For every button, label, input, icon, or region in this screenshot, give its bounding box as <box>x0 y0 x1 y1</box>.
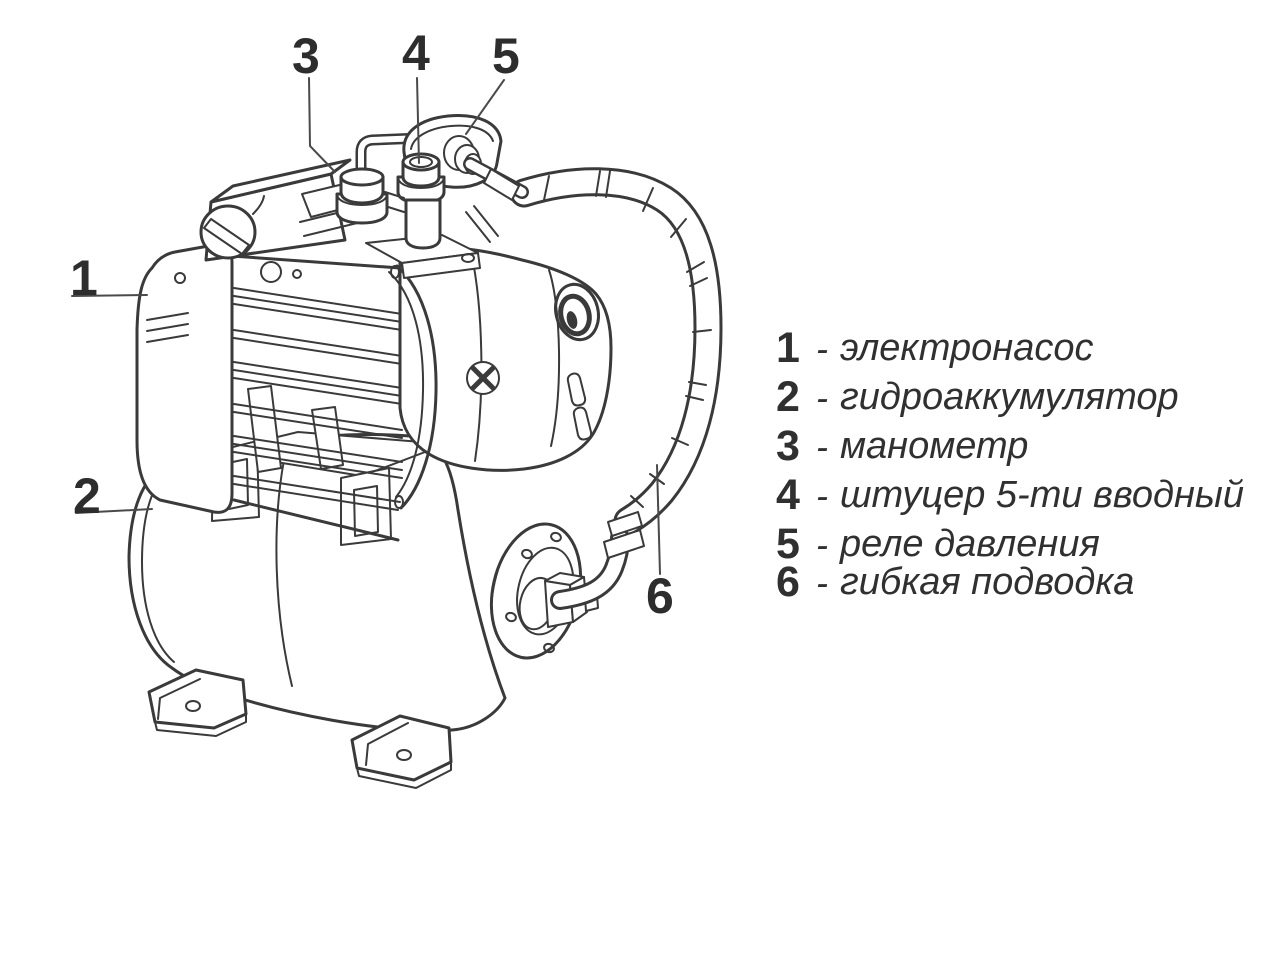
callout-number-2: 2 <box>73 468 101 524</box>
motor-flange-hole <box>260 261 282 283</box>
legend-label: штуцер 5-ти вводный <box>840 474 1245 516</box>
hose-elbow <box>550 511 645 610</box>
leader-line-1 <box>71 294 148 297</box>
end-cap-vent-lines <box>146 312 189 343</box>
legend-label: гибкая подводка <box>840 561 1135 603</box>
foot-bracket-right <box>350 714 453 789</box>
leader-line-4 <box>416 77 420 164</box>
legend-label: электронасос <box>840 327 1094 369</box>
motor-body-bottom-edge <box>232 498 400 542</box>
leader-line-2 <box>75 508 153 514</box>
flexible-hose <box>509 167 723 536</box>
legend-number: 6 <box>776 558 800 606</box>
casing-screw <box>466 361 500 395</box>
five-way-fitting <box>396 152 446 250</box>
hose-segment-marks <box>543 170 712 508</box>
callout-number-6: 6 <box>646 568 674 624</box>
outlet-port <box>554 282 600 342</box>
motor-body-top-edge <box>230 254 402 270</box>
legend-dash: - <box>816 524 828 565</box>
legend-number: 2 <box>776 373 800 421</box>
legend-number: 3 <box>776 422 800 470</box>
pump-head-chamfer-left <box>470 251 483 462</box>
pump-head-chamfer-right <box>548 269 561 447</box>
drain-slots <box>566 372 593 441</box>
gauge-pipe <box>355 131 452 182</box>
hose-end-collar-2 <box>607 511 643 537</box>
electric-pump-motor <box>135 158 425 542</box>
legend-item-5: 5 - реле давления <box>776 520 1244 568</box>
legend-dash: - <box>816 562 828 603</box>
motor-end-cap <box>135 243 234 514</box>
legend-label: гидроаккумулятор <box>840 376 1179 418</box>
legend-number: 5 <box>776 520 800 568</box>
legend-item-4: 4 - штуцер 5-ти вводный <box>776 471 1245 519</box>
legend-item-1: 1 - электронасос <box>776 324 1244 372</box>
casing-joint-arcs <box>388 264 438 510</box>
hose-nipple <box>463 157 529 201</box>
hose-end-collar <box>603 529 645 559</box>
legend: 1 - электронасос 2 - гидроаккумулятор 3 … <box>776 324 1245 606</box>
motor-small-hole <box>292 269 302 279</box>
callout-number-1: 1 <box>70 250 98 306</box>
gauge-face <box>339 167 385 187</box>
tank-weld-seam <box>275 459 293 687</box>
manifold-support-strut <box>465 205 499 243</box>
leader-line-6 <box>656 464 661 575</box>
pressure-gauge <box>335 167 405 225</box>
legend-item-6: 6 - гибкая подводка <box>776 558 1244 606</box>
legend-dash: - <box>816 377 828 418</box>
legend-item-2: 2 - гидроаккумулятор <box>776 373 1244 421</box>
callout-number-4: 4 <box>402 25 430 81</box>
tank-flange <box>489 522 599 660</box>
legend-number: 1 <box>776 324 800 372</box>
leader-line-5 <box>465 79 505 135</box>
legend-label: манометр <box>840 425 1029 467</box>
foot-bracket-left <box>147 668 248 737</box>
callout-number-3: 3 <box>292 28 320 84</box>
leader-line-3 <box>308 77 336 173</box>
end-cap-bolt <box>174 272 186 284</box>
filler-plug <box>199 195 265 260</box>
pump-head <box>398 245 613 472</box>
legend-label: реле давления <box>840 523 1100 565</box>
legend-dash: - <box>816 475 828 516</box>
legend-dash: - <box>816 426 828 467</box>
legend-dash: - <box>816 328 828 369</box>
legend-item-3: 3 - манометр <box>776 422 1244 470</box>
legend-number: 4 <box>776 471 800 519</box>
motor-cooling-fins <box>233 287 403 511</box>
callout-number-5: 5 <box>492 28 520 84</box>
